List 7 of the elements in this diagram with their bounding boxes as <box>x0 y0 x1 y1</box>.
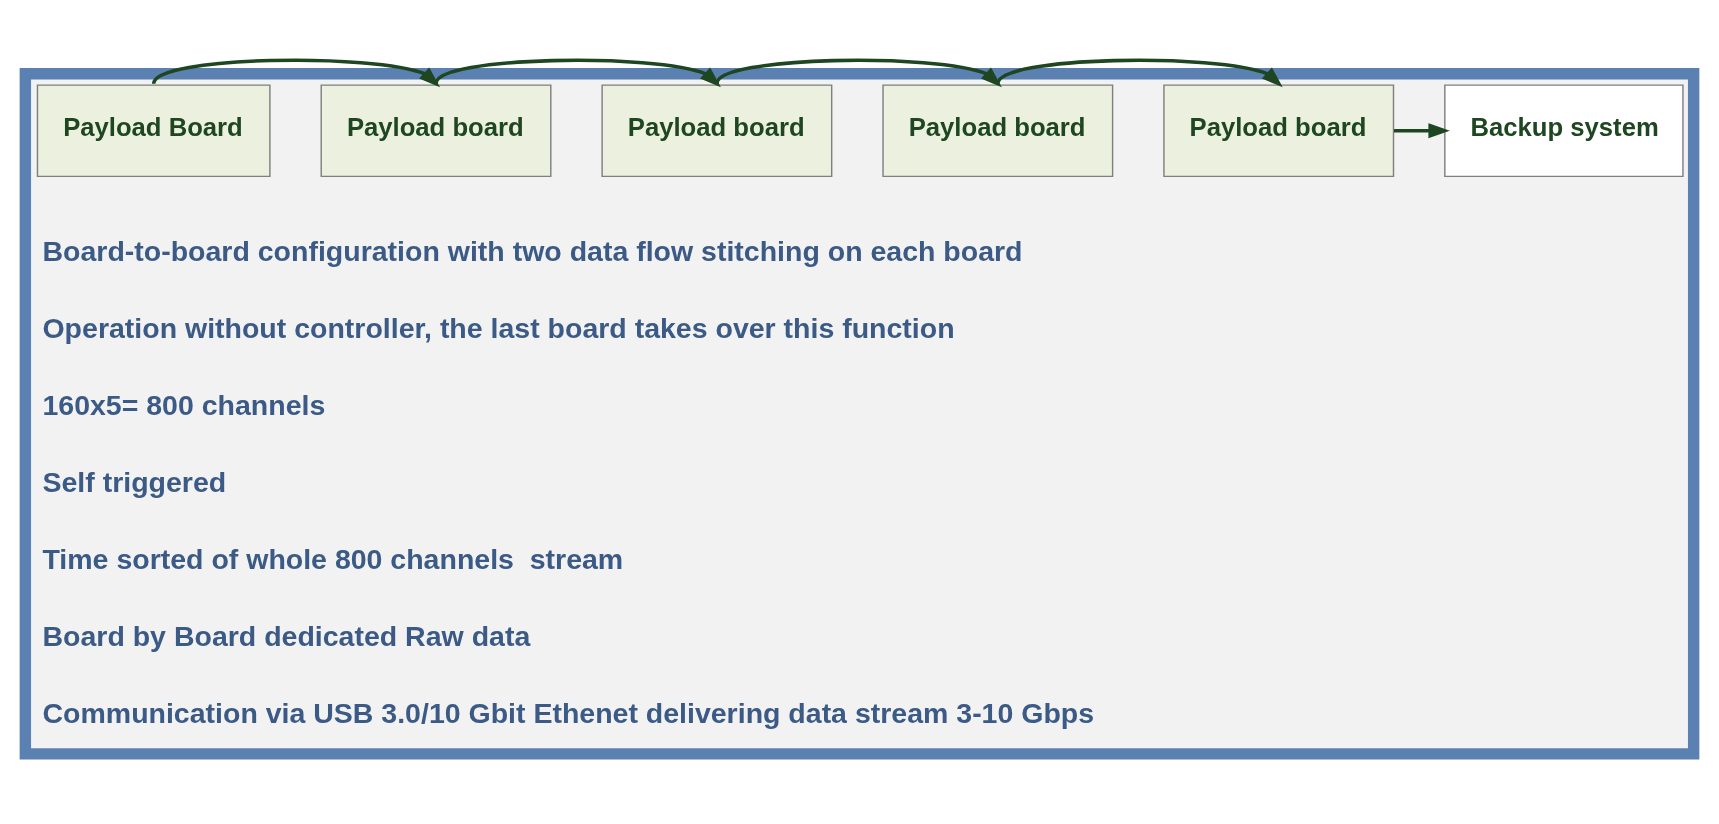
label: Communication via USB 3.0/10 Gbit Ethenet delivering data stream 3-10 Gbps <box>42 696 1095 729</box>
label: 160x5= 800 channels <box>42 388 326 421</box>
label: Self triggered <box>42 465 227 498</box>
label: Time sorted of whole 800 channels stream <box>42 542 624 575</box>
label: Board-to-board configuration with two data flow stitching on each board <box>42 234 1023 267</box>
label: Operation without controller, the last board takes over this function <box>42 311 955 344</box>
label: Board by Board dedicated Raw data <box>42 619 531 652</box>
